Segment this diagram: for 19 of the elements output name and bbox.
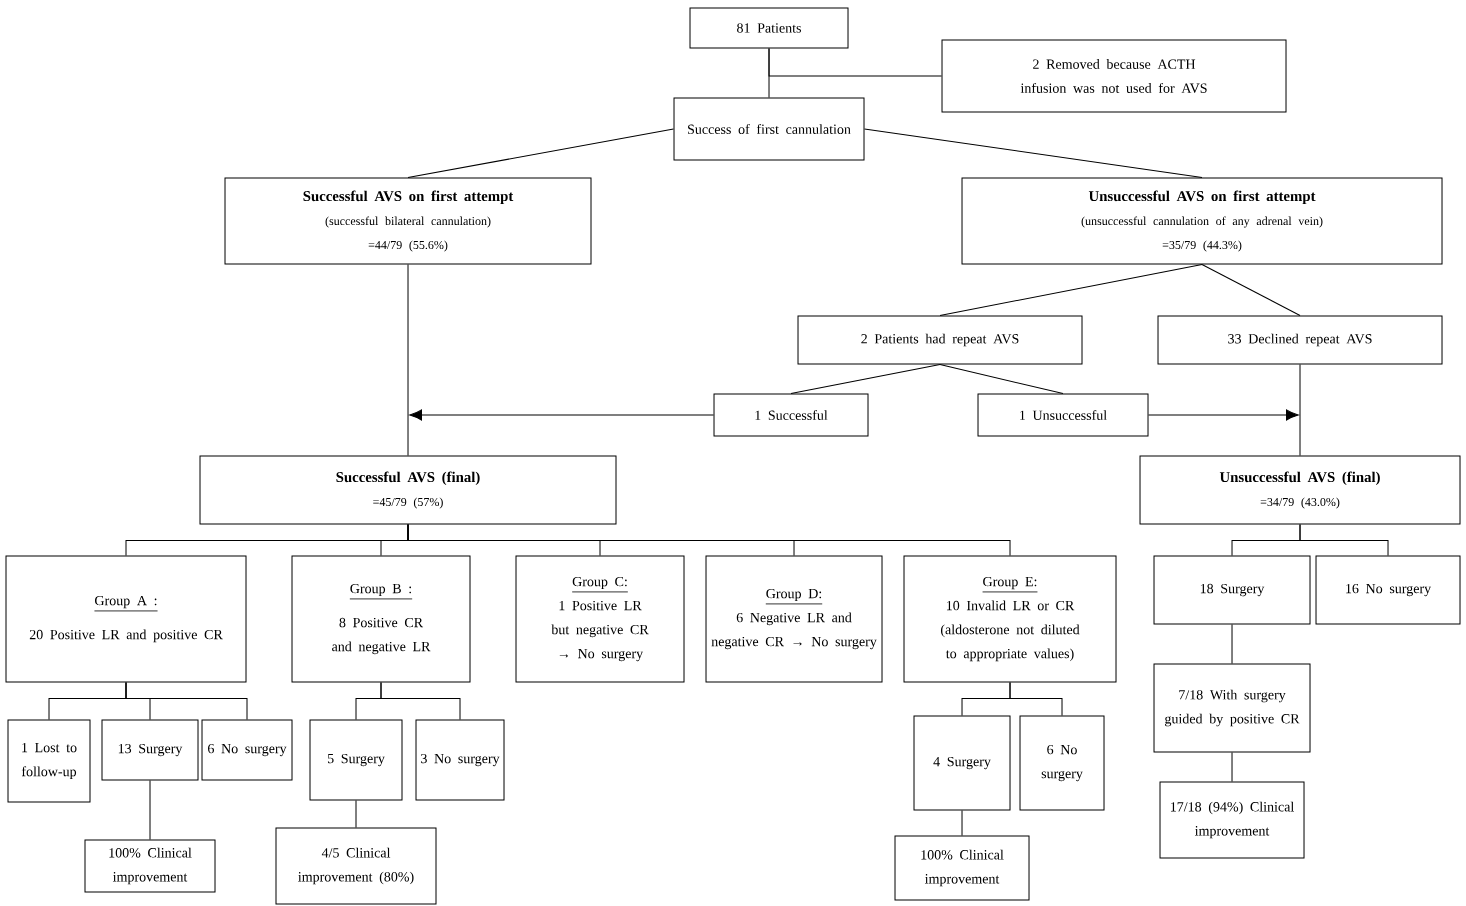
arrow — [1148, 409, 1299, 421]
connector-line — [1299, 524, 1389, 556]
connector-line — [125, 682, 248, 720]
connector-line — [1201, 264, 1301, 316]
connector-line — [768, 48, 942, 77]
connector-line — [407, 524, 1011, 556]
connector-line — [407, 264, 409, 456]
connector-line — [864, 128, 1203, 178]
arrow — [409, 409, 714, 421]
connector-line — [939, 264, 1203, 316]
connector-line — [1299, 364, 1301, 456]
connector-line — [1231, 624, 1233, 664]
connector-line — [149, 780, 151, 840]
connector-line — [380, 682, 461, 720]
connector-line — [1009, 682, 1063, 716]
connector-line — [407, 128, 674, 178]
connector-line — [1231, 752, 1233, 782]
connector-line — [961, 810, 963, 836]
connector-line — [355, 800, 357, 828]
